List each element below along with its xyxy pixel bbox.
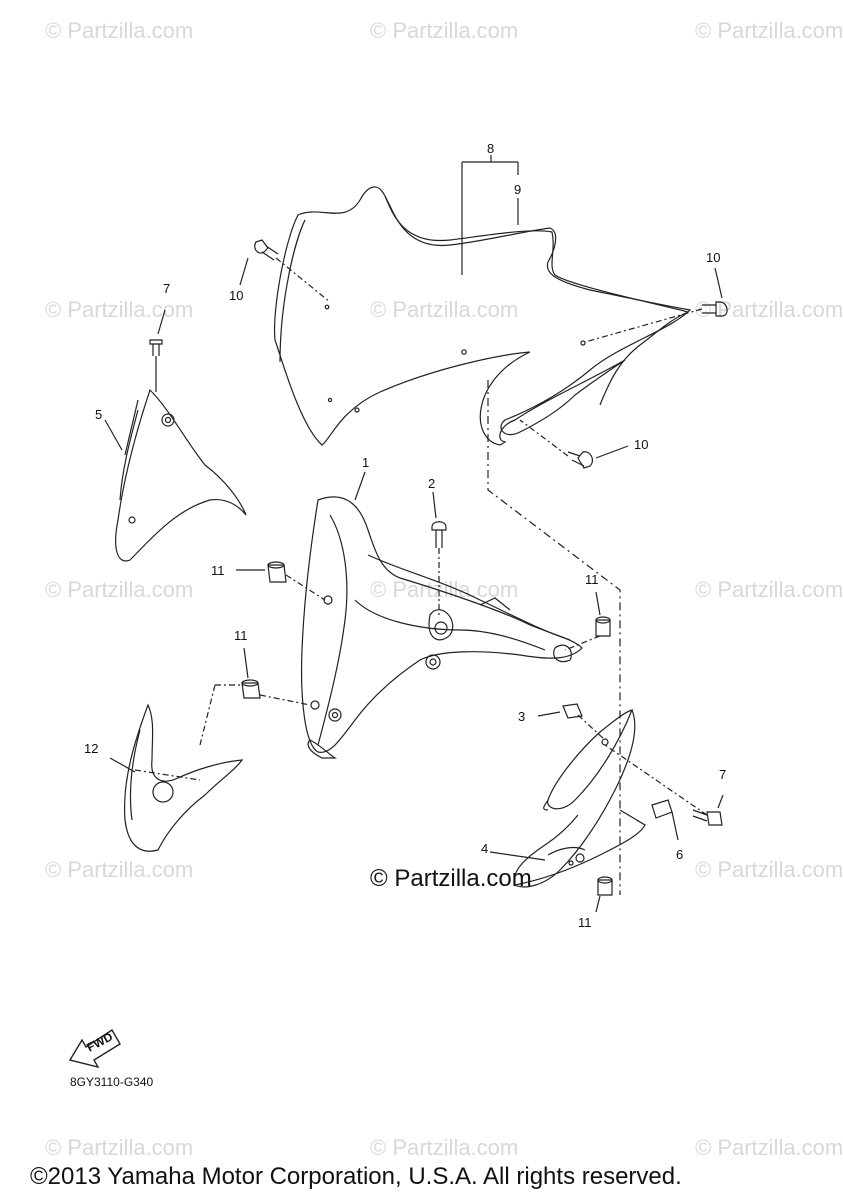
watermark: © Partzilla.com bbox=[695, 18, 843, 43]
center-watermark: © Partzilla.com bbox=[370, 865, 532, 892]
callout-11-left-lower: 11 bbox=[234, 628, 248, 643]
watermark: © Partzilla.com bbox=[45, 1135, 194, 1160]
callout-7-right: 7 bbox=[719, 767, 727, 782]
callout-10-right: 10 bbox=[706, 250, 721, 265]
left-side-panel bbox=[115, 388, 247, 562]
callout-8: 8 bbox=[487, 141, 495, 156]
copyright-notice: ©2013 Yamaha Motor Corporation, U.S.A. A… bbox=[30, 1163, 682, 1190]
watermark: © Partzilla.com bbox=[370, 18, 519, 43]
watermark: © Partzilla.com bbox=[45, 857, 194, 882]
callout-11-left: 11 bbox=[211, 563, 225, 578]
callout-2: 2 bbox=[428, 476, 436, 491]
callout-4: 4 bbox=[481, 841, 489, 856]
watermark: © Partzilla.com bbox=[370, 1135, 519, 1160]
callout-11-right: 11 bbox=[585, 572, 599, 587]
watermark: © Partzilla.com bbox=[45, 577, 194, 602]
callout-11-bottom: 11 bbox=[578, 915, 592, 930]
upper-cowl bbox=[301, 496, 583, 753]
callout-10-lower: 10 bbox=[634, 437, 649, 452]
lower-left-panel bbox=[123, 703, 244, 852]
watermark: © Partzilla.com bbox=[45, 18, 194, 43]
watermark: © Partzilla.com bbox=[695, 577, 843, 602]
callout-1: 1 bbox=[362, 455, 370, 470]
watermark: © Partzilla.com bbox=[695, 297, 843, 322]
watermark: © Partzilla.com bbox=[370, 297, 519, 322]
callout-5: 5 bbox=[95, 407, 103, 422]
callout-9: 9 bbox=[514, 182, 522, 197]
windshield bbox=[273, 186, 692, 446]
callout-12: 12 bbox=[84, 741, 99, 756]
watermark: © Partzilla.com bbox=[45, 297, 194, 322]
callout-6: 6 bbox=[676, 847, 684, 862]
watermark: © Partzilla.com bbox=[370, 577, 519, 602]
watermark: © Partzilla.com bbox=[695, 857, 843, 882]
watermark: © Partzilla.com bbox=[695, 1135, 843, 1160]
fwd-arrow bbox=[68, 1029, 121, 1069]
diagram-code: 8GY3110-G340 bbox=[70, 1075, 154, 1089]
right-side-panel bbox=[547, 709, 634, 810]
callout-10-left: 10 bbox=[229, 288, 244, 303]
callout-3: 3 bbox=[518, 709, 526, 724]
callout-7-top: 7 bbox=[163, 281, 171, 296]
